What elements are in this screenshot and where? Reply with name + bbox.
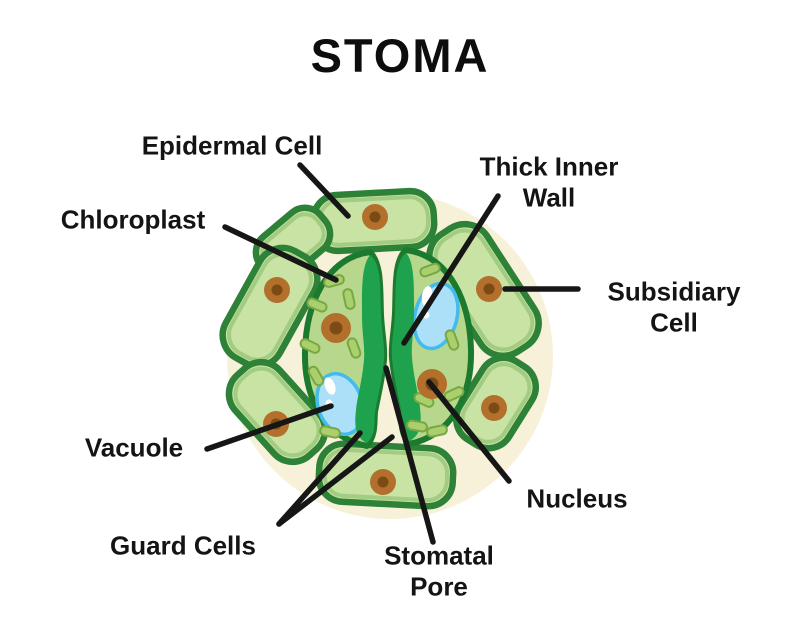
chloroplast (426, 424, 448, 438)
chloroplast-body (406, 419, 428, 433)
chloroplast-body (306, 297, 328, 313)
chloroplast-body (444, 329, 460, 351)
label-epidermal-cell: Epidermal Cell (141, 130, 323, 161)
leader-line-vacuole (204, 403, 334, 452)
chloroplast (419, 262, 441, 278)
vacuole-highlight (324, 377, 336, 395)
cell-nucleus-core (377, 476, 389, 488)
leader-line-thick-inner-wall (401, 193, 501, 346)
label-chloroplast: Chloroplast (60, 204, 206, 235)
label-thick-inner-wall: Thick Inner Wall (479, 151, 619, 212)
label-guard-cells: Guard Cells (110, 530, 256, 561)
chloroplast-body (346, 337, 362, 359)
leader-line-guard-cells-left (276, 430, 363, 527)
chloroplast (319, 425, 341, 439)
chloroplast (306, 297, 328, 313)
chloroplast-body (307, 365, 325, 387)
guard-cell-nucleus-core (329, 321, 343, 335)
leader-line-nucleus (426, 379, 512, 484)
label-subsidiary-cell: Subsidiary Cell (607, 276, 741, 337)
leader-line-stomatal-pore (383, 365, 436, 545)
ring-cell-body (219, 244, 321, 370)
chloroplast-body (419, 262, 441, 278)
chloroplast-body (342, 288, 356, 310)
chloroplast-body (319, 425, 341, 439)
label-stomatal-pore: Stomatal Pore (384, 540, 494, 601)
chloroplast (346, 337, 362, 359)
cell-nucleus-core (488, 402, 500, 414)
chloroplast (299, 338, 321, 354)
cell-nucleus-core (369, 211, 381, 223)
label-nucleus: Nucleus (526, 483, 628, 514)
label-vacuole: Vacuole (84, 432, 184, 463)
chloroplast (444, 329, 460, 351)
leader-line-guard-cells-right (276, 434, 395, 527)
thick-inner-wall-right (391, 253, 421, 441)
cell-nucleus-core (483, 283, 495, 295)
thick-inner-wall-left (355, 255, 385, 443)
chloroplast (307, 365, 325, 387)
chloroplast-body (299, 338, 321, 354)
chloroplast-body (426, 424, 448, 438)
chloroplast (342, 288, 356, 310)
leader-line-epidermal-cell (297, 162, 351, 219)
chloroplast (406, 419, 428, 433)
leader-line-chloroplast (222, 224, 339, 283)
cell-nucleus-core (271, 284, 283, 296)
page-title: STOMA (310, 29, 490, 82)
